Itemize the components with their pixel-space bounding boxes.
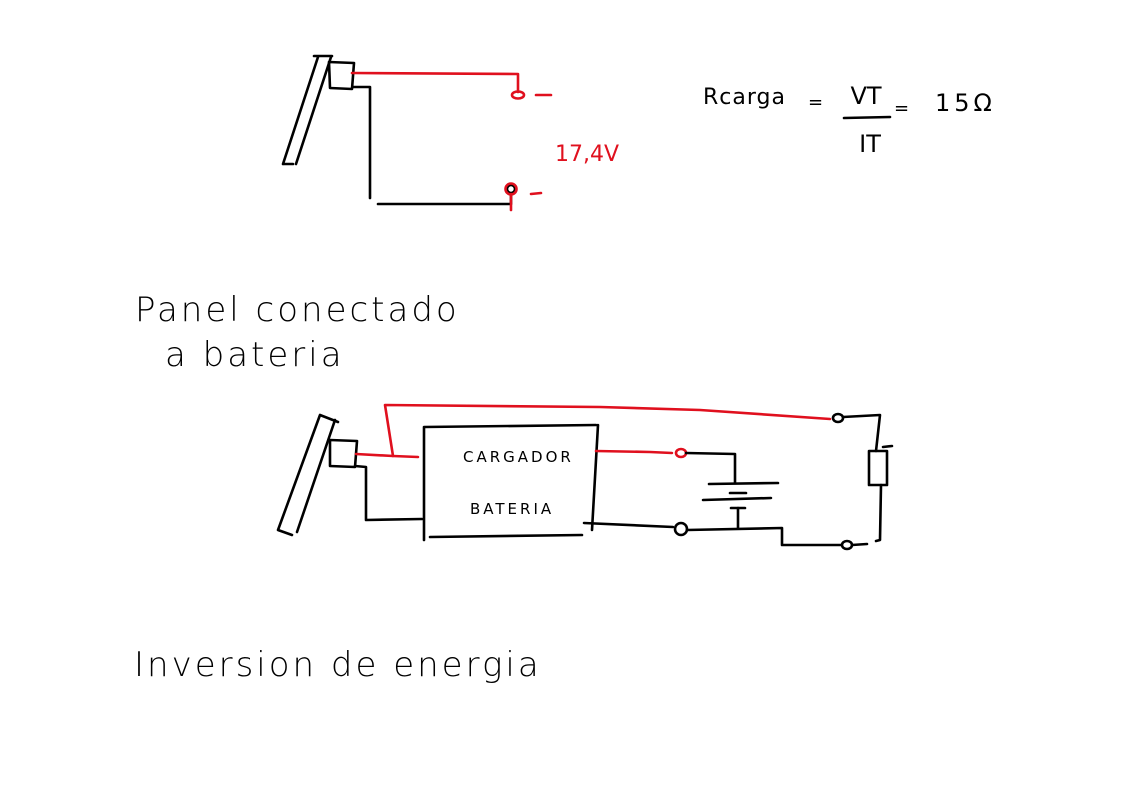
charger-box: [422, 423, 600, 542]
panel-negative-wire: [353, 464, 424, 522]
equation-numerator: VT: [850, 82, 882, 110]
section-title-panel-conectado: Panel conectado: [135, 290, 460, 330]
battery-negative-lead: [685, 526, 843, 547]
charger-positive-output: [594, 449, 674, 455]
load-negative-terminal: [840, 539, 854, 551]
section-subtitle-a-bateria: a bateria: [165, 335, 345, 375]
equation-denominator: IT: [859, 130, 881, 158]
panel-positive-wire: [354, 452, 420, 459]
top-bypass-wire: [383, 403, 832, 458]
equation-equals-1: =: [808, 92, 825, 113]
charger-label-line2: BATERIA: [470, 500, 555, 518]
battery-icon: [701, 481, 780, 530]
negative-dash: [529, 191, 543, 196]
equation-equals-2: =: [894, 98, 911, 119]
load-wire-top: [841, 413, 882, 453]
load-wire-bottom: [874, 483, 883, 543]
section-title-inversion-de-energia: Inversion de energia: [134, 645, 542, 685]
equation-lhs: Rcarga: [703, 85, 786, 110]
voltage-label: 17,4V: [555, 142, 620, 167]
battery-positive-lead: [684, 451, 737, 485]
load-resistor-icon: [867, 449, 889, 487]
positive-terminal: [510, 90, 526, 100]
load-positive-terminal: [831, 412, 845, 424]
charger-label-line1: CARGADOR: [463, 448, 574, 466]
solar-panel-icon: [281, 54, 356, 166]
equation-result: 15Ω: [935, 89, 996, 117]
charger-positive-terminal: [674, 447, 688, 459]
charger-negative-output: [582, 521, 675, 529]
positive-wire: [350, 71, 520, 94]
charger-negative-terminal: [673, 521, 689, 537]
solar-panel-icon-2: [276, 413, 359, 537]
